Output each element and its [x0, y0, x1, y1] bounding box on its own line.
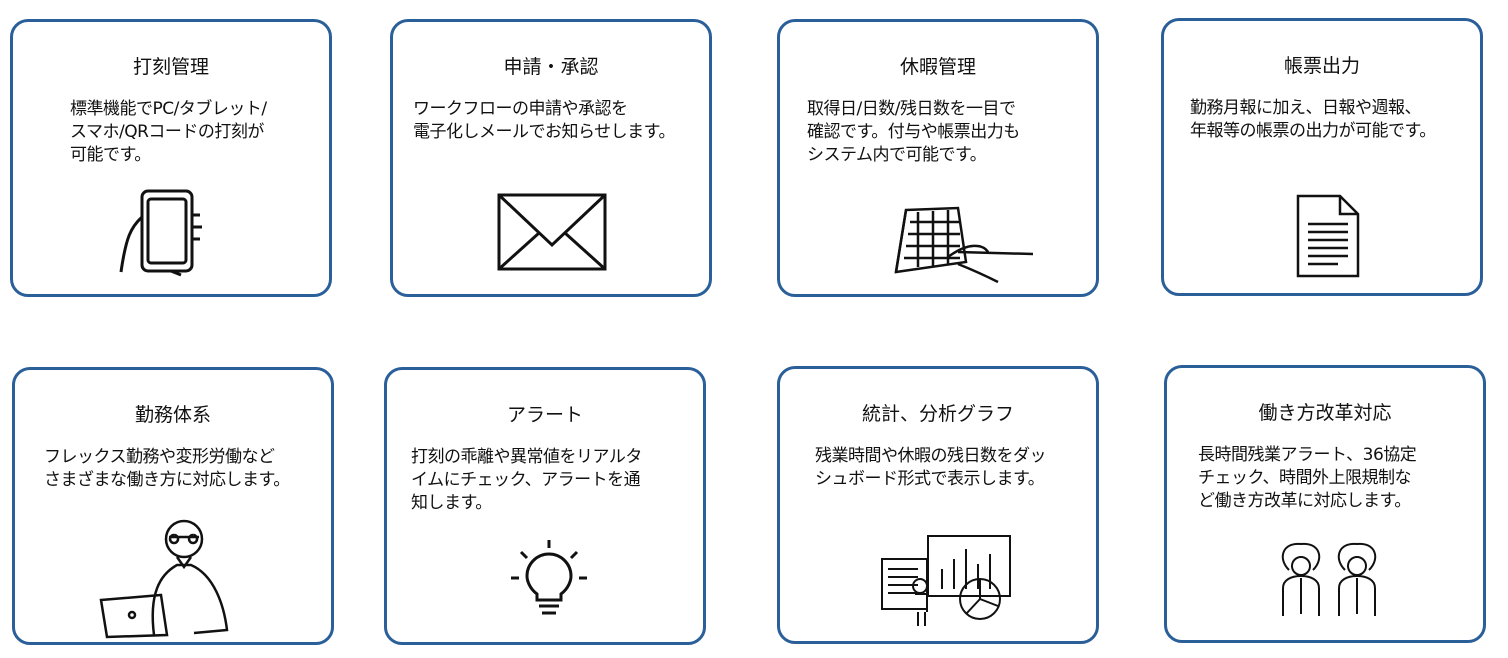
card-title: 申請・承認 — [503, 56, 599, 78]
card-title: 勤務体系 — [134, 404, 211, 426]
feature-card-leave-management: 休暇管理 取得日/日数/残日数を一目で 確認です。付与や帳票出力も システム内で… — [777, 19, 1099, 297]
card-title: アラート — [506, 404, 583, 426]
feature-card-work-style-reform: 働き方改革対応 長時間残業アラート、36協定 チェック、時間外上限規制な ど働き… — [1164, 365, 1486, 643]
card-title: 休暇管理 — [899, 56, 976, 78]
card-description: 標準機能でPC/タブレット/ スマホ/QRコードの打刻が 可能です。 — [70, 99, 267, 165]
card-description: 取得日/日数/残日数を一目で 確認です。付与や帳票出力も システム内で可能です。 — [807, 99, 1020, 165]
card-description: 残業時間や休暇の残日数をダッ シュボード形式で表示します。 — [815, 446, 1047, 489]
card-title: 帳票出力 — [1283, 55, 1360, 77]
card-description: フレックス勤務や変形労働など さまざまな働き方に対応します。 — [44, 447, 290, 490]
feature-card-statistics: 統計、分析グラフ 残業時間や休暇の残日数をダッ シュボード形式で表示します。 — [777, 366, 1099, 644]
document-icon — [1296, 194, 1360, 278]
card-title: 統計、分析グラフ — [861, 403, 1014, 425]
card-title: 打刻管理 — [132, 56, 209, 78]
card-description: 勤務月報に加え、日報や週報、 年報等の帳票の出力が可能です。 — [1190, 98, 1436, 141]
lightbulb-icon — [509, 538, 589, 618]
calendar-with-pen-icon — [888, 202, 1038, 287]
feature-card-work-styles: 勤務体系 フレックス勤務や変形労働など さまざまな働き方に対応します。 — [12, 367, 334, 645]
envelope-icon — [497, 193, 607, 271]
card-description: 打刻の乖離や異常値をリアルタ イムにチェック、アラートを通 知します。 — [411, 447, 642, 513]
feature-card-time-clock: 打刻管理 標準機能でPC/タブレット/ スマホ/QRコードの打刻が 可能です。 — [10, 19, 332, 297]
feature-card-alert: アラート 打刻の乖離や異常値をリアルタ イムにチェック、アラートを通 知します。 — [384, 367, 706, 645]
card-title: 働き方改革対応 — [1258, 402, 1392, 424]
tablet-in-hand-icon — [116, 187, 226, 277]
card-description: 長時間残業アラート、36協定 チェック、時間外上限規制な ど働き方改革に対応しま… — [1198, 445, 1417, 511]
feature-card-application-approval: 申請・承認 ワークフローの申請や承認を 電子化しメールでお知らせします。 — [390, 19, 712, 297]
people-making-circle-icon — [1269, 538, 1389, 618]
person-at-laptop-icon — [99, 515, 234, 640]
card-description: ワークフローの申請や承認を 電子化しメールでお知らせします。 — [413, 99, 675, 142]
dashboard-charts-icon — [880, 534, 1015, 629]
feature-card-report-output: 帳票出力 勤務月報に加え、日報や週報、 年報等の帳票の出力が可能です。 — [1161, 18, 1483, 296]
